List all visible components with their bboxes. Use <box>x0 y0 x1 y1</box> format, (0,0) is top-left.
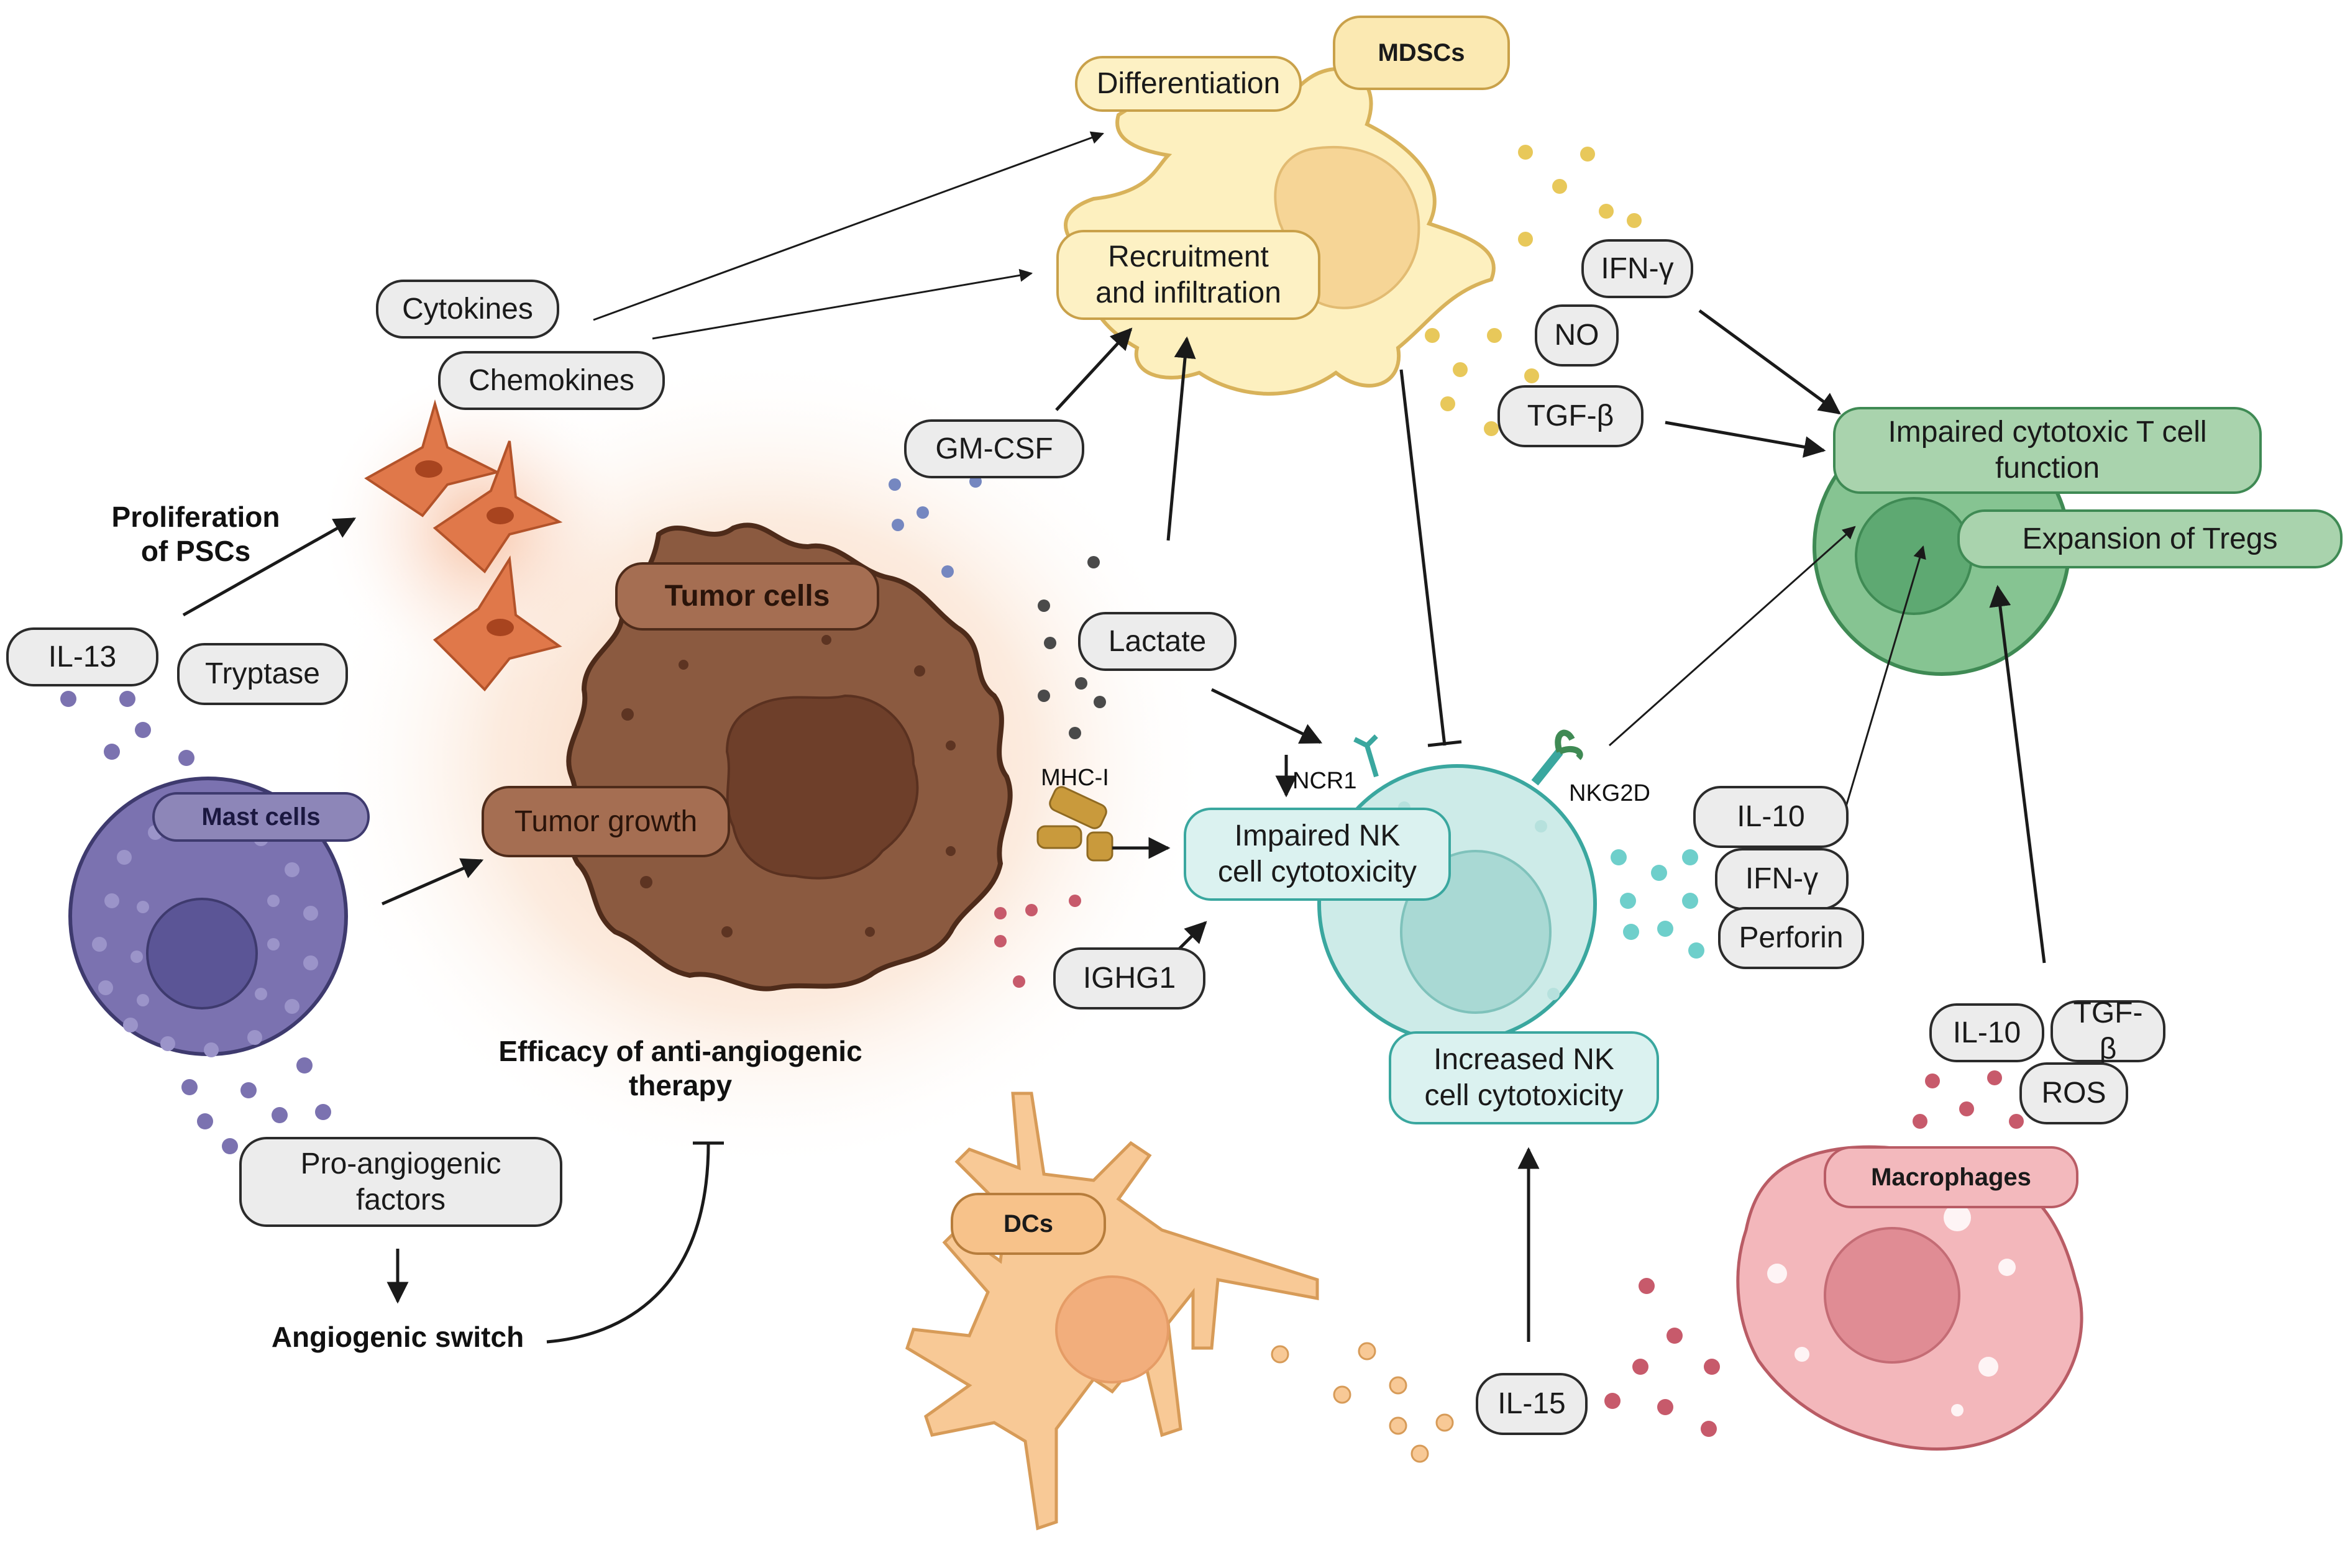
expansion-tregs-label: Expansion of Tregs <box>1957 509 2343 568</box>
mast-cell <box>68 777 348 1057</box>
chemokines-label: Chemokines <box>438 351 665 410</box>
impaired-nk-label: Impaired NK cell cytotoxicity <box>1184 808 1451 901</box>
angiogenic-switch-label: Angiogenic switch <box>271 1321 524 1353</box>
macrophages-label: Macrophages <box>1824 1146 2078 1208</box>
ncr1-label: NCR1 <box>1292 768 1357 794</box>
dcs-label: DCs <box>951 1193 1106 1255</box>
nkg2d-label: NKG2D <box>1569 780 1650 806</box>
ifng-top-label: IFN-γ <box>1581 239 1693 298</box>
mast-dots <box>60 691 331 1154</box>
dc-dots <box>1271 1342 1454 1463</box>
ros-label: ROS <box>2019 1062 2128 1124</box>
differentiation-label: Differentiation <box>1075 56 1302 112</box>
mhc1-label: MHC-I <box>1041 765 1109 791</box>
mdsc-label: MDSCs <box>1333 16 1510 90</box>
increased-nk-label: Increased NK cell cytotoxicity <box>1389 1031 1659 1124</box>
il13-label: IL-13 <box>6 627 158 686</box>
dc-cell <box>905 1092 1319 1531</box>
ighg1-dots <box>994 895 1081 988</box>
mdsc-dots <box>1425 145 1642 436</box>
tryptase-label: Tryptase <box>177 643 348 705</box>
mac-dots <box>1604 1070 2024 1437</box>
tumor-cell <box>566 522 1013 991</box>
nk-dots <box>1611 849 1704 959</box>
recruitment-label: Recruitment and infiltration <box>1056 230 1320 320</box>
tumor-growth-label: Tumor growth <box>482 786 730 857</box>
ighg1-label: IGHG1 <box>1053 947 1205 1010</box>
impaired-t-cell-label: Impaired cytotoxic T cell function <box>1833 407 2262 494</box>
ifng-nk-label: IFN-γ <box>1715 848 1849 910</box>
proliferation-label: Proliferation of PSCs <box>111 501 280 568</box>
gmcsf-dots <box>889 475 982 578</box>
il10-mac-label: IL-10 <box>1929 1003 2044 1062</box>
cytokines-label: Cytokines <box>376 280 559 339</box>
mast-cells-label: Mast cells <box>152 792 370 842</box>
il15-label: IL-15 <box>1476 1373 1588 1435</box>
macrophage-cell <box>1736 1145 2083 1451</box>
pro-angiogenic-label: Pro-angiogenic factors <box>239 1137 562 1227</box>
il10-nk-label: IL-10 <box>1693 786 1849 848</box>
psc-cells <box>364 399 563 691</box>
tgfb-mac-label: TGF-β <box>2051 996 2165 1065</box>
no-label: NO <box>1535 304 1619 367</box>
tgfb-top-label: TGF-β <box>1497 385 1644 447</box>
tumor-cells-label: Tumor cells <box>615 562 879 631</box>
gmcsf-label: GM-CSF <box>904 419 1084 478</box>
efficacy-label: Efficacy of anti-angiogenic therapy <box>498 1035 862 1102</box>
perforin-label: Perforin <box>1718 907 1864 969</box>
lactate-label: Lactate <box>1078 612 1237 671</box>
